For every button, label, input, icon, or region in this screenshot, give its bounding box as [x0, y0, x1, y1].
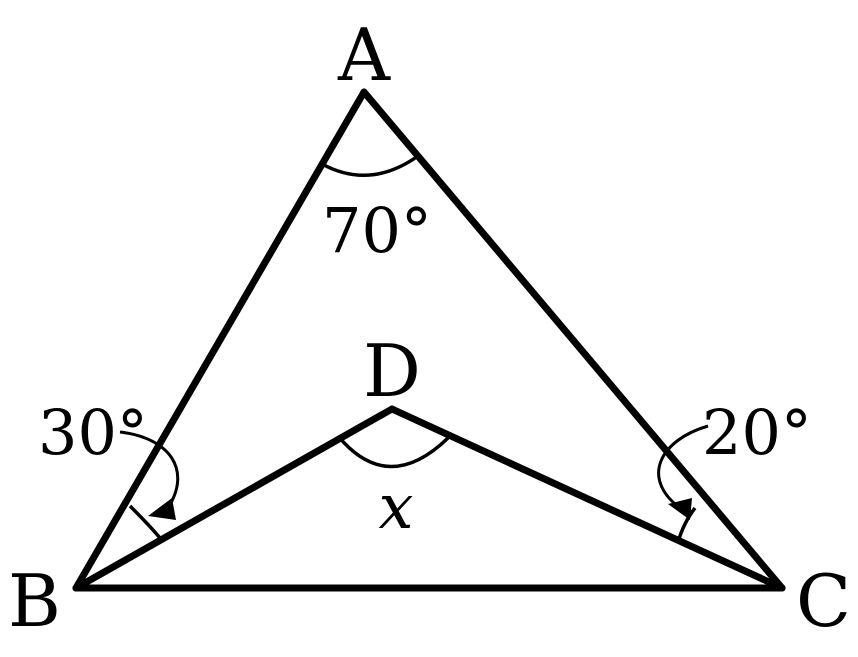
edge-ac — [360, 88, 786, 592]
arrowhead-c — [668, 498, 692, 520]
vertex-label-d: D — [363, 329, 421, 413]
vertex-label-b: B — [8, 559, 61, 643]
vertex-label-a: A — [337, 13, 391, 97]
angle-arc-a — [321, 154, 420, 177]
pointer-b — [119, 430, 180, 509]
arrowhead-b — [148, 498, 176, 520]
angle-label-d: x — [379, 470, 414, 543]
angle-label-b: 30° — [38, 396, 148, 469]
angle-arc-d — [336, 434, 450, 469]
angle-arc-b — [128, 504, 162, 540]
vertex-label-c: C — [796, 559, 851, 643]
pointer-c — [657, 424, 709, 510]
angle-label-c: 20° — [702, 396, 812, 469]
edge-dc — [388, 405, 786, 592]
angle-arc-c — [676, 506, 697, 543]
angle-label-a: 70° — [322, 194, 432, 267]
edge-ab — [72, 88, 368, 592]
